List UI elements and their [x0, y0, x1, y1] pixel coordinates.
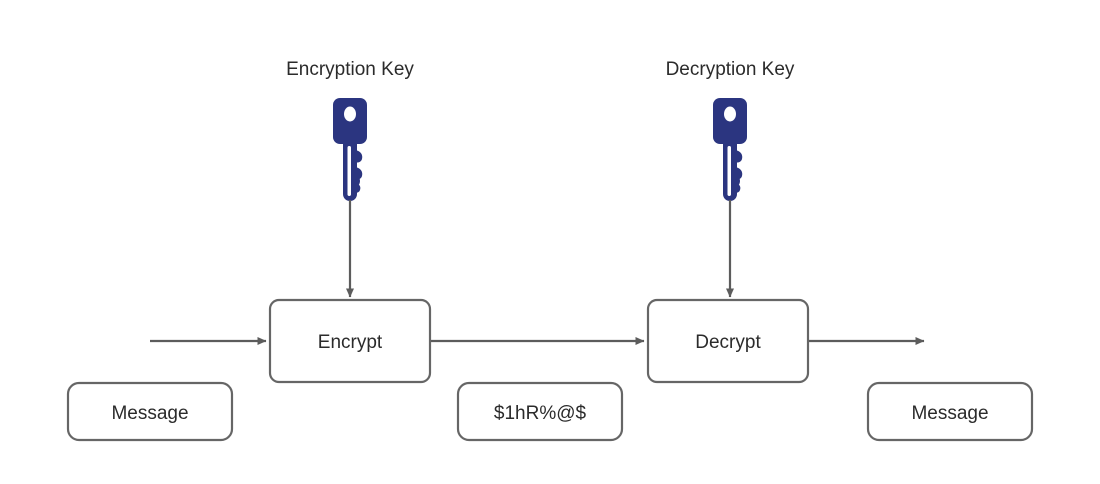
- decrypt-box[interactable]: [646, 298, 810, 384]
- encrypt-label: Encrypt: [318, 332, 383, 353]
- plaintext-input-node[interactable]: Message: [66, 381, 234, 442]
- key-icon: [333, 98, 367, 201]
- encrypt-node[interactable]: Encrypt: [268, 298, 432, 384]
- key-icon: [713, 98, 747, 201]
- message-input-box[interactable]: [66, 381, 234, 442]
- decryption-key-label: Decryption Key: [666, 59, 795, 80]
- ciphertext-box[interactable]: [456, 381, 624, 442]
- encrypt-box[interactable]: [268, 298, 432, 384]
- decrypt-node[interactable]: Decrypt: [646, 298, 810, 384]
- encryption-key-label: Encryption Key: [286, 59, 414, 80]
- message-input-label: Message: [111, 403, 188, 424]
- ciphertext-label: $1hR%@$: [494, 403, 587, 424]
- plaintext-output-node[interactable]: Message: [866, 381, 1034, 442]
- decrypt-label: Decrypt: [695, 332, 761, 353]
- message-output-box[interactable]: [866, 381, 1034, 442]
- ciphertext-node[interactable]: $1hR%@$: [456, 381, 624, 442]
- encryption-key-group: Encryption Key: [286, 59, 414, 298]
- message-output-label: Message: [911, 403, 988, 424]
- decryption-key-group: Decryption Key: [666, 59, 795, 298]
